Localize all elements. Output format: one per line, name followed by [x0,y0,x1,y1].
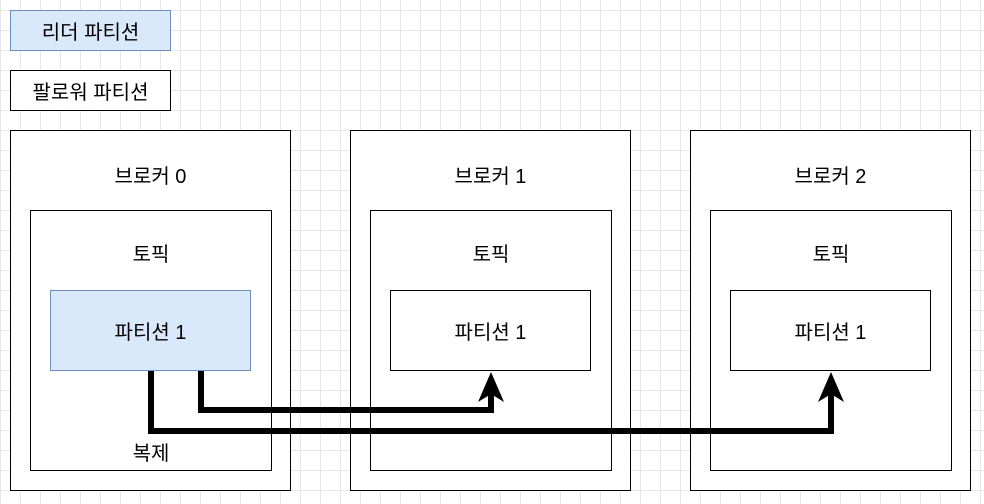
legend-follower-label: 팔로워 파티션 [32,82,149,104]
broker-0-partition-label: 파티션 1 [114,322,187,344]
replication-arrow-to-broker-1 [198,371,494,413]
replication-label: 복제 [132,443,170,465]
broker-0-leader-partition: 파티션 1 [50,290,251,371]
broker-1-topic-label: 토픽 [472,244,510,266]
broker-0-topic: 토픽 파티션 1 복제 [30,210,272,471]
arrowhead-broker-1 [478,372,504,402]
broker-2-follower-partition: 파티션 1 [730,290,931,371]
broker-0-topic-label: 토픽 [132,244,170,266]
broker-0-label: 브로커 0 [114,166,187,188]
legend-leader-partition: 리더 파티션 [10,10,171,51]
legend-leader-label: 리더 파티션 [41,22,140,44]
broker-1-partition-label: 파티션 1 [454,322,527,344]
replication-arrow-to-broker-2 [148,371,834,434]
broker-2-topic-label: 토픽 [812,244,850,266]
legend-follower-partition: 팔로워 파티션 [10,70,171,111]
arrowhead-broker-2 [818,372,844,402]
broker-1-label: 브로커 1 [454,166,527,188]
broker-1-follower-partition: 파티션 1 [390,290,591,371]
broker-2-partition-label: 파티션 1 [794,322,867,344]
broker-1-topic: 토픽 파티션 1 [370,210,612,471]
broker-2-label: 브로커 2 [794,166,867,188]
